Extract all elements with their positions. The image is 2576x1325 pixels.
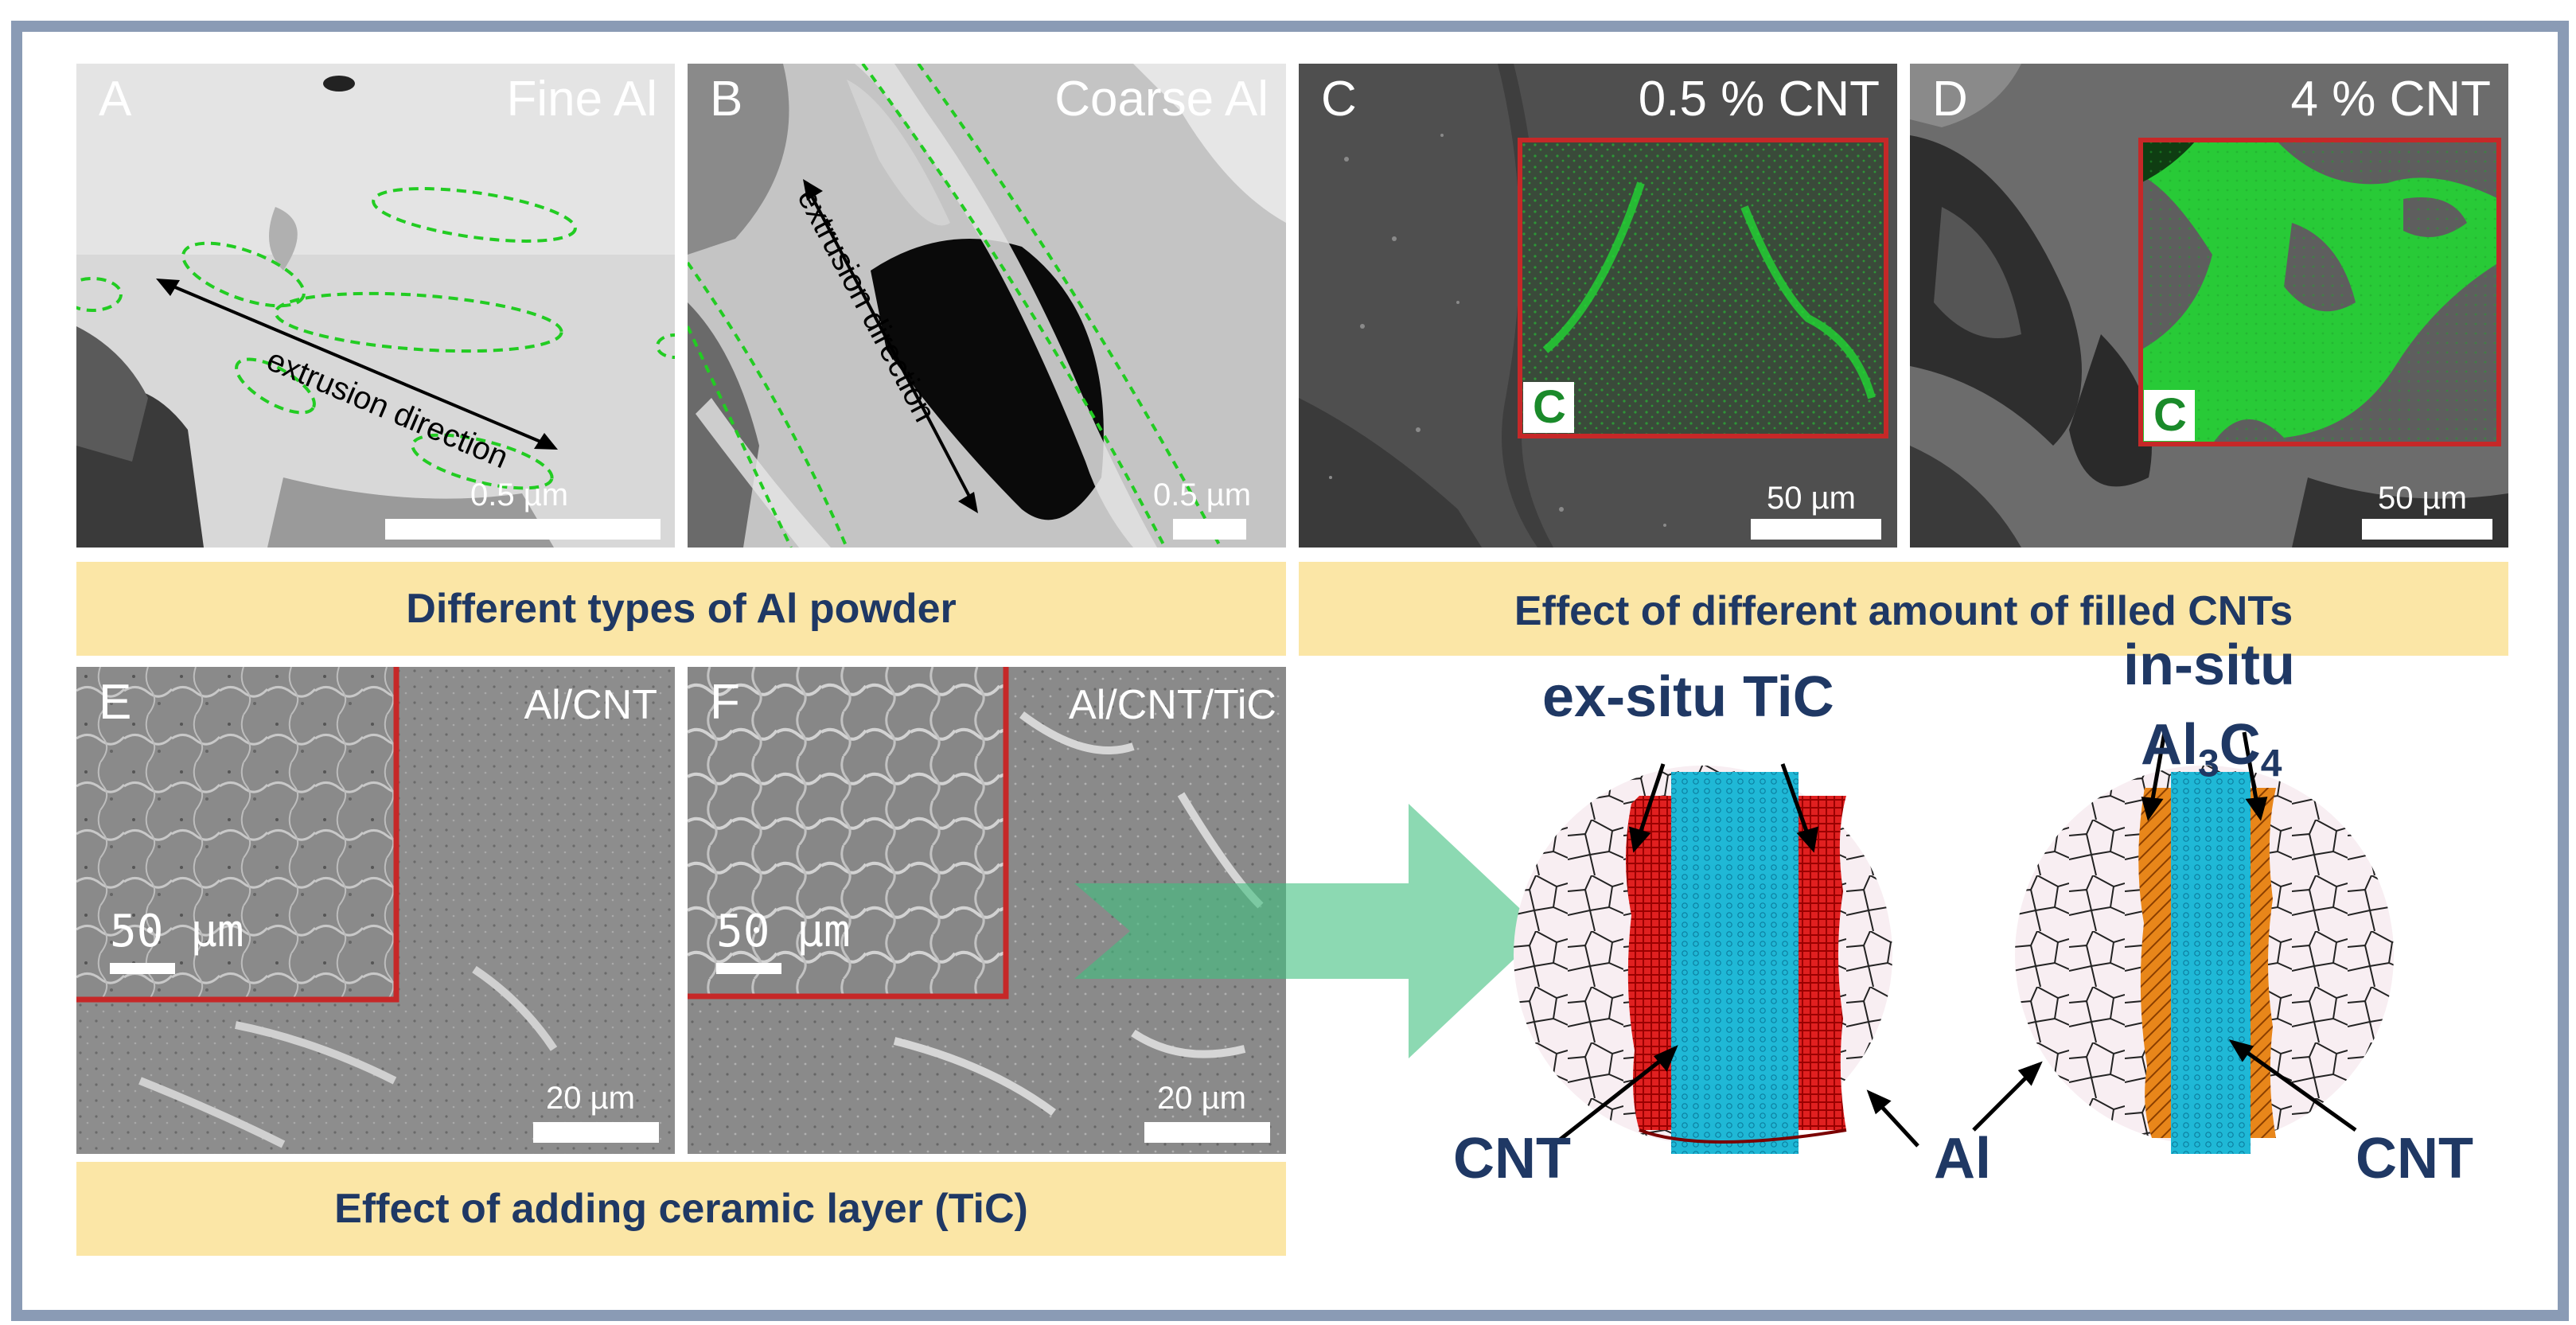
panel-f-title: Al/CNT/TiC xyxy=(1069,682,1276,728)
panel-c-inset-label: C xyxy=(1533,381,1566,433)
panel-d-scale-bar xyxy=(2362,519,2492,540)
panel-a-micrograph xyxy=(76,64,675,548)
panel-c-scale-bar xyxy=(1751,519,1881,540)
panel-e-inset-scale-label: 50 µm xyxy=(110,906,244,957)
panel-d-scale-label: 50 µm xyxy=(2378,481,2467,516)
panel-e-letter: E xyxy=(99,675,132,730)
al4c3-label-sub4: 4 xyxy=(2260,742,2282,785)
insitu-label: in-situ xyxy=(2123,633,2295,697)
al4c3-label: Al3C4 xyxy=(2141,716,2282,783)
process-arrow xyxy=(1074,804,1544,1058)
panel-b: B Coarse Al extrusion direction 0.5 µm xyxy=(688,64,1286,548)
panel-f-scale-bar xyxy=(1144,1122,1270,1143)
panel-d-title: 4 % CNT xyxy=(2290,72,2491,127)
panel-f-letter: F xyxy=(710,675,740,730)
al-left-label: Al xyxy=(1934,1127,1991,1191)
panel-b-scale-label: 0.5 µm xyxy=(1153,477,1252,512)
band-al-powder: Different types of Al powder xyxy=(76,562,1286,656)
panel-b-letter: B xyxy=(710,72,743,127)
panel-e-scale-bar xyxy=(533,1122,659,1143)
panel-f: F Al/CNT/TiC 50 µm 20 µm xyxy=(688,667,1286,1154)
band-filled-cnts: Effect of different amount of filled CNT… xyxy=(1299,562,2508,656)
cnt-schematic xyxy=(1514,731,2394,1154)
panel-e-title: Al/CNT xyxy=(524,682,657,728)
cnt-right-label: CNT xyxy=(2356,1127,2473,1191)
panel-c-title: 0.5 % CNT xyxy=(1638,72,1880,127)
panel-a-letter: A xyxy=(99,72,132,127)
panel-a: A Fine Al extrusion direction 0.5 µm xyxy=(76,64,675,548)
panel-c-scale-label: 50 µm xyxy=(1767,481,1856,516)
panel-e: E Al/CNT 50 µm 20 µm xyxy=(76,667,675,1154)
panel-d-micrograph xyxy=(1910,64,2508,548)
panel-b-micrograph xyxy=(688,64,1286,548)
panel-a-title: Fine Al xyxy=(506,72,657,127)
panel-f-inset-scale-label: 50 µm xyxy=(716,906,851,957)
al4c3-label-c: C xyxy=(2219,713,2261,777)
panel-e-scale-label: 20 µm xyxy=(546,1081,635,1116)
panel-a-scale-label: 0.5 µm xyxy=(470,477,569,512)
panel-b-title: Coarse Al xyxy=(1054,72,1269,127)
panel-c: C 0.5 % CNT C 50 µm xyxy=(1299,64,1897,548)
al4c3-label-sub3: 3 xyxy=(2198,742,2219,785)
panel-e-micrograph xyxy=(76,667,675,1154)
panel-d: D 4 % CNT C 50 µm xyxy=(1910,64,2508,548)
band-ceramic-layer: Effect of adding ceramic layer (TiC) xyxy=(76,1162,1286,1256)
al4c3-label-al: Al xyxy=(2141,713,2198,777)
cnt-left-label: CNT xyxy=(1453,1127,1571,1191)
panel-f-micrograph xyxy=(688,667,1286,1154)
exsitu-tic-label: ex-situ TiC xyxy=(1542,665,1834,729)
panel-f-scale-label: 20 µm xyxy=(1157,1081,1246,1116)
panel-c-letter: C xyxy=(1321,72,1357,127)
panel-d-inset-label: C xyxy=(2153,389,2187,441)
panel-d-letter: D xyxy=(1932,72,1968,127)
panel-b-scale-bar xyxy=(1173,519,1246,540)
panel-c-micrograph xyxy=(1299,64,1897,548)
panel-a-scale-bar xyxy=(385,519,661,540)
